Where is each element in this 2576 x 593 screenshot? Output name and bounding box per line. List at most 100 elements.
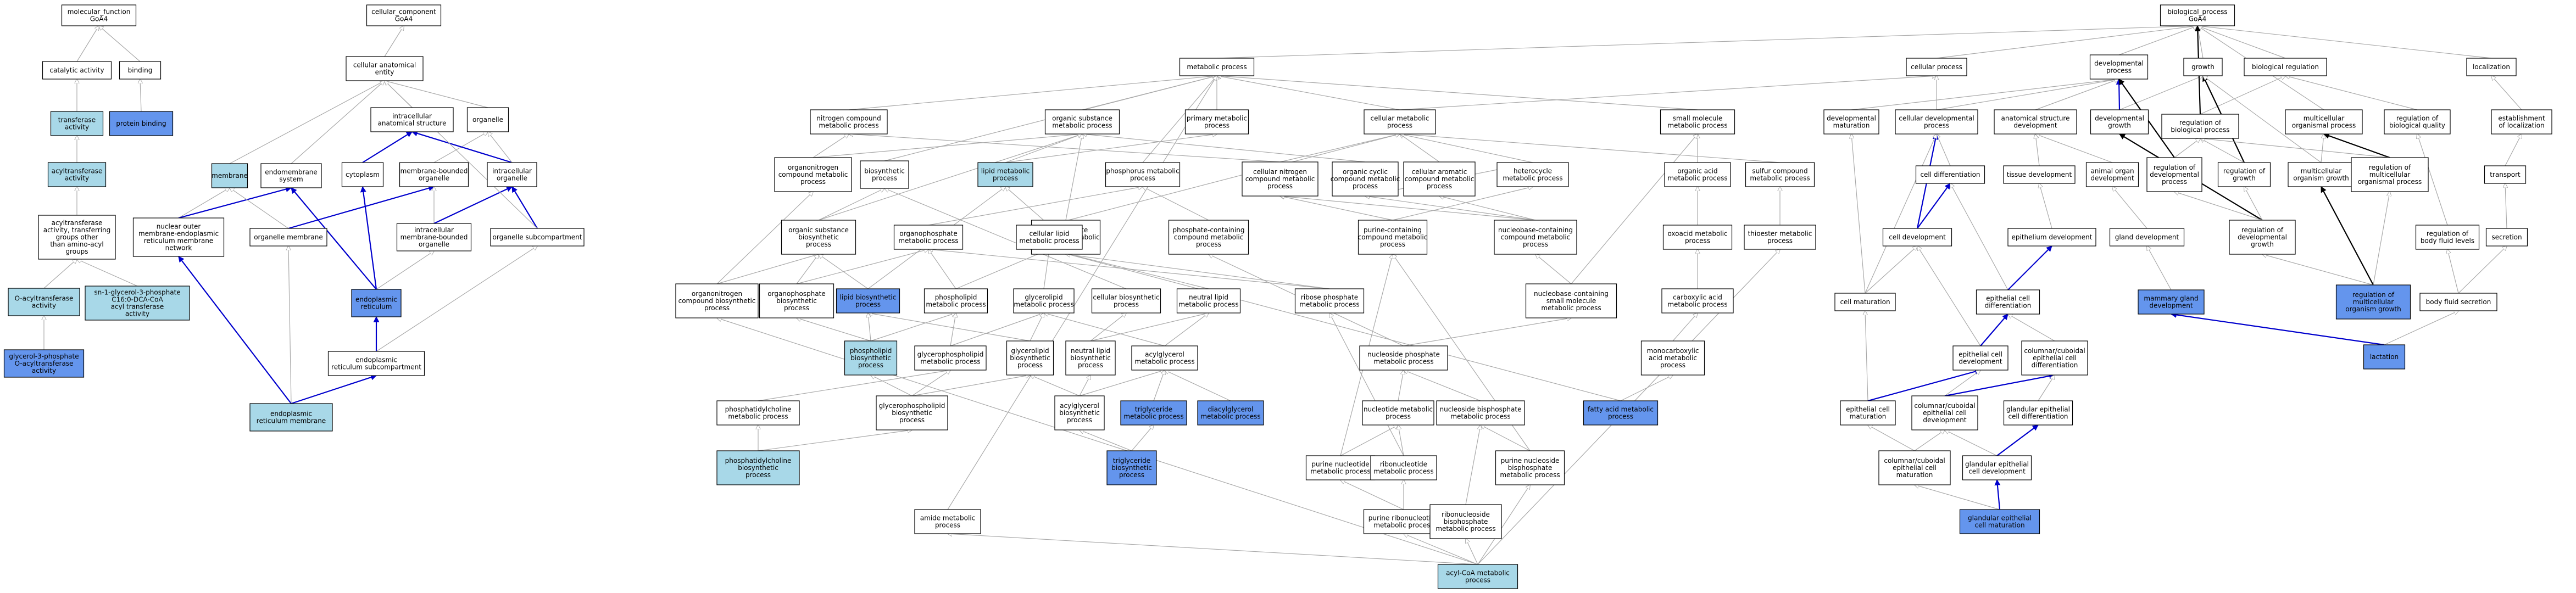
is-a-edge-organonitrogenbio-to-organicsubbio [716, 254, 819, 284]
go-term-bioreg: biological regulation [2244, 58, 2327, 76]
is-a-edge-metabolic-to-bp [1216, 26, 2197, 59]
edge [2321, 134, 2324, 163]
go-term-label: epithelial cell [1893, 464, 1937, 472]
go-term-label: cell differentiation [1920, 171, 1980, 178]
go-term-label: organelle [419, 240, 449, 248]
is-a-edge-acylcoa-to-organonitrogenbio [717, 318, 1478, 565]
go-term-label: cellular process [1911, 63, 1962, 71]
edge [1080, 430, 1132, 451]
go-term-label: cytoplasm [346, 171, 380, 178]
go-term-box [2090, 109, 2149, 135]
go-term-label: mammary gland [2144, 295, 2198, 303]
is-a-edge-glandularmat-to-glandulardev [1994, 479, 2001, 510]
go-term-label: nucleotide metabolic [1364, 406, 1433, 413]
is-a-edge-phosphorus-to-metabolic [1142, 76, 1217, 163]
edge [291, 374, 377, 405]
is-a-edge-binding-to-mf [99, 26, 141, 62]
edge [1065, 134, 1082, 221]
go-term-label: growth [2108, 122, 2131, 130]
is-a-edge-acylcoa-to-purineribonucleotide [1404, 534, 1478, 565]
go-term-label: biosynthetic [1010, 354, 1050, 362]
go-term-box [1952, 345, 2008, 371]
is-a-edge-purinecontaining-to-cellnitrogen [1280, 196, 1393, 221]
edge [1153, 370, 1165, 401]
edge [884, 188, 1127, 289]
go-term-label: organonitrogen [692, 290, 742, 298]
is-a-edge-phospholipidbio-to-lipidbio [868, 313, 871, 342]
edge [1216, 26, 2197, 59]
is-a-edge-er-to-imbo [376, 251, 434, 290]
is-a-edge-columnardiff-to-epithelialdiff [2008, 314, 2055, 342]
go-term-box [119, 61, 162, 80]
go-term-lactation: lactation [2363, 344, 2406, 370]
is-a-edge-intraorg-to-ias [411, 130, 513, 164]
go-term-label: differentiation [2032, 361, 2078, 369]
edge [1079, 375, 1091, 396]
edge [1571, 134, 1698, 284]
go-term-label: cellular metabolic [1370, 115, 1429, 122]
edge [1867, 368, 1982, 402]
go-term-box [1242, 161, 1318, 197]
go-term-box [2007, 228, 2096, 247]
go-term-box [1494, 220, 1577, 255]
edge [2174, 138, 2200, 158]
edge [928, 187, 1143, 226]
go-term-label: regulation of [2223, 167, 2266, 175]
edge [1090, 313, 1209, 342]
is-a-edge-organophosphatebio-to-organophosphate [796, 249, 928, 284]
is-a-edge-glycerophospholipidbio-to-glycerolipidbio [911, 375, 1030, 396]
go-term-box [1197, 400, 1264, 426]
is-a-edge-cellnitrogen-to-nitrogen [849, 134, 1281, 163]
go-term-label: epithelium development [2012, 233, 2093, 241]
go-term-box [327, 351, 425, 376]
go-term-label: regulation of [2352, 291, 2395, 299]
edge [1340, 480, 1404, 510]
go-term-label: acyl transferase [111, 303, 164, 311]
go-term-label: groups other [56, 233, 98, 241]
go-term-label: multicellular [2353, 298, 2394, 306]
go-term-label: process [704, 304, 730, 312]
is-a-edge-smallmol-to-metabolic [1217, 76, 1698, 110]
go-term-orgmembrane: organelle membrane [249, 228, 327, 247]
go-term-box [1013, 288, 1075, 314]
go-term-label: process [872, 175, 897, 182]
edge [1936, 79, 2119, 110]
go-term-box [2217, 162, 2271, 187]
is-a-edge-bodysecretion-to-secretion [2458, 246, 2507, 294]
go-term-box [893, 225, 964, 250]
edge [928, 249, 1330, 289]
go-term-box [2491, 109, 2552, 135]
go-term-label: carboxylic acid [1673, 294, 1722, 301]
edge [488, 132, 513, 163]
edge [1851, 79, 2119, 110]
is-a-edge-er-to-cytoplasm [360, 186, 377, 290]
go-term-box [2484, 165, 2527, 184]
go-term-label: maturation [1833, 122, 1870, 130]
go-term-box [1357, 220, 1428, 255]
edge [2447, 249, 2459, 294]
edge [2323, 133, 2390, 159]
go-term-label: regulation of [2154, 164, 2196, 171]
edge [1944, 373, 2056, 397]
edge [2285, 76, 2418, 110]
edge [1868, 425, 1915, 451]
go-term-label: monocarboxylic [1647, 347, 1699, 355]
edge [1398, 370, 1404, 401]
edge [1142, 76, 1217, 163]
go-term-label: O-acyltransferase [15, 360, 74, 367]
is-a-edge-columnarmat-to-columnardev [1914, 430, 1945, 451]
go-term-box [860, 160, 909, 189]
is-a-edge-acylglycerol-to-glycerolipid [1044, 313, 1165, 346]
go-term-label: metabolic process [1134, 358, 1194, 366]
go-term-label: organelle subcompartment [493, 233, 582, 241]
is-a-edge-cellmetab-to-cellularprocess [1399, 76, 1937, 110]
is-a-edge-glandularmat-to-columnarmat [1915, 485, 2000, 510]
